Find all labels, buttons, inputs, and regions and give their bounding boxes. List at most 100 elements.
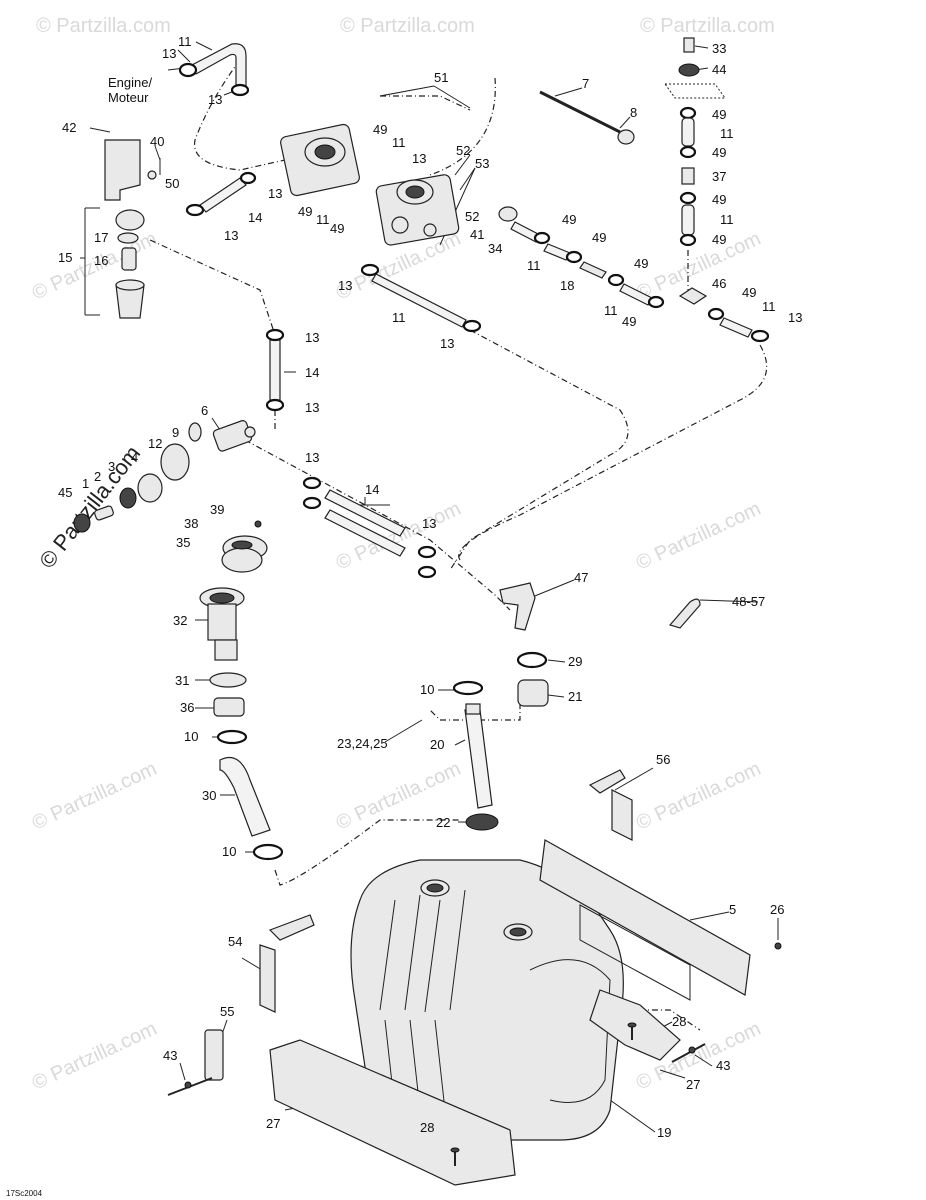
callout: 52: [465, 209, 479, 224]
routing-line: [458, 344, 768, 561]
callout: 49: [298, 204, 312, 219]
callout: 13: [268, 186, 282, 201]
callout: 1: [82, 476, 89, 491]
strap-bracket: [204, 1029, 224, 1081]
fuel-hose: [371, 273, 467, 328]
callout: 11: [762, 299, 776, 314]
callout: 13: [224, 228, 238, 243]
callout: 49: [742, 285, 756, 300]
callout: 18: [560, 278, 574, 293]
callout: 53: [475, 156, 489, 171]
hold-down-strap: [588, 769, 633, 841]
callout: 13: [440, 336, 454, 351]
callout: 11: [720, 126, 734, 141]
callout: 10: [222, 844, 236, 859]
filler-neck: [199, 587, 245, 661]
callout: 46: [712, 276, 726, 291]
cable-knob: [617, 129, 635, 145]
callout: 40: [150, 134, 164, 149]
hold-down-strap: [259, 914, 315, 1013]
callout: 13: [162, 46, 176, 61]
callout: 11: [178, 34, 192, 49]
callout: 11: [527, 258, 541, 273]
drawing-code: 17Sc2004: [6, 1189, 43, 1198]
callout: 30: [202, 788, 216, 803]
callout: 49: [712, 145, 726, 160]
fuel-hose: [324, 509, 406, 557]
callout: 49: [330, 221, 344, 236]
callout: 27: [266, 1116, 280, 1131]
engine-note: Engine/ Moteur: [108, 64, 192, 105]
callout: 11: [720, 212, 734, 227]
neck-adapter: [213, 697, 245, 717]
moteur-label: Moteur: [108, 90, 149, 105]
vent-line-stack: [664, 37, 726, 247]
callout: 51: [434, 70, 448, 85]
callout: 56: [656, 752, 670, 767]
callout: 49: [634, 256, 648, 271]
callout: 29: [568, 654, 582, 669]
callout: 11: [316, 212, 330, 227]
callout: 19: [657, 1125, 671, 1140]
gasket: [209, 672, 247, 688]
callout: 13: [305, 400, 319, 415]
filler-hose: [219, 756, 271, 837]
routing-line: [380, 95, 471, 111]
callout: 20: [430, 737, 444, 752]
routing-line: [193, 59, 286, 171]
callout: 32: [173, 613, 187, 628]
callout: 13: [412, 151, 426, 166]
callout: 49: [622, 314, 636, 329]
callout: 12: [148, 436, 162, 451]
callout: 7: [582, 76, 589, 91]
callout: 2: [94, 469, 101, 484]
callout: 39: [210, 502, 224, 517]
retainer: [465, 813, 499, 831]
callout: 11: [392, 135, 406, 150]
callout: 11: [392, 310, 406, 325]
fitting: [498, 206, 518, 222]
hose-clamp: [230, 83, 250, 97]
callout: 10: [184, 729, 198, 744]
watermark: © Partzilla.com: [640, 15, 775, 37]
hose-routing-lines: [149, 59, 768, 1031]
callout: 49: [562, 212, 576, 227]
callout: 9: [172, 425, 179, 440]
callout: 49: [712, 192, 726, 207]
vent-adapter: [517, 679, 549, 707]
bracket: [499, 582, 536, 631]
watermark: © Partzilla.com: [29, 1018, 160, 1095]
callout: 16: [94, 253, 108, 268]
hose-clamp: [178, 62, 198, 78]
routing-line: [149, 239, 276, 336]
callout: 8: [630, 105, 637, 120]
callout: 28: [420, 1120, 434, 1135]
fuel-hose: [189, 43, 247, 89]
callout: 37: [712, 169, 726, 184]
callout: 44: [712, 62, 726, 77]
callout: 5: [729, 902, 736, 917]
watermark: © Partzilla.com: [633, 758, 764, 835]
callout: 21: [568, 689, 582, 704]
callout: 43: [716, 1058, 730, 1073]
fuel-hose: [324, 489, 406, 537]
callout: 13: [305, 450, 319, 465]
callout: 13: [305, 330, 319, 345]
throttle-cable: [539, 90, 621, 134]
fuel-hose: [199, 177, 247, 213]
watermark: © Partzilla.com: [29, 758, 160, 835]
callout: 14: [365, 482, 379, 497]
callout: 13: [422, 516, 436, 531]
callout: 50: [165, 176, 179, 191]
callout: 3: [108, 459, 115, 474]
callout-labels: 11 13 13 51 7 8 33 44 49 11 49 37 49 11 …: [58, 34, 802, 1140]
carburetor-assembly: [280, 123, 460, 246]
callout: 11: [604, 303, 618, 318]
routing-line: [429, 77, 496, 176]
callout: 31: [175, 673, 189, 688]
tee-fitting: [678, 287, 708, 305]
callout: 17: [94, 230, 108, 245]
callout: 49: [373, 122, 387, 137]
routing-line: [274, 819, 460, 886]
